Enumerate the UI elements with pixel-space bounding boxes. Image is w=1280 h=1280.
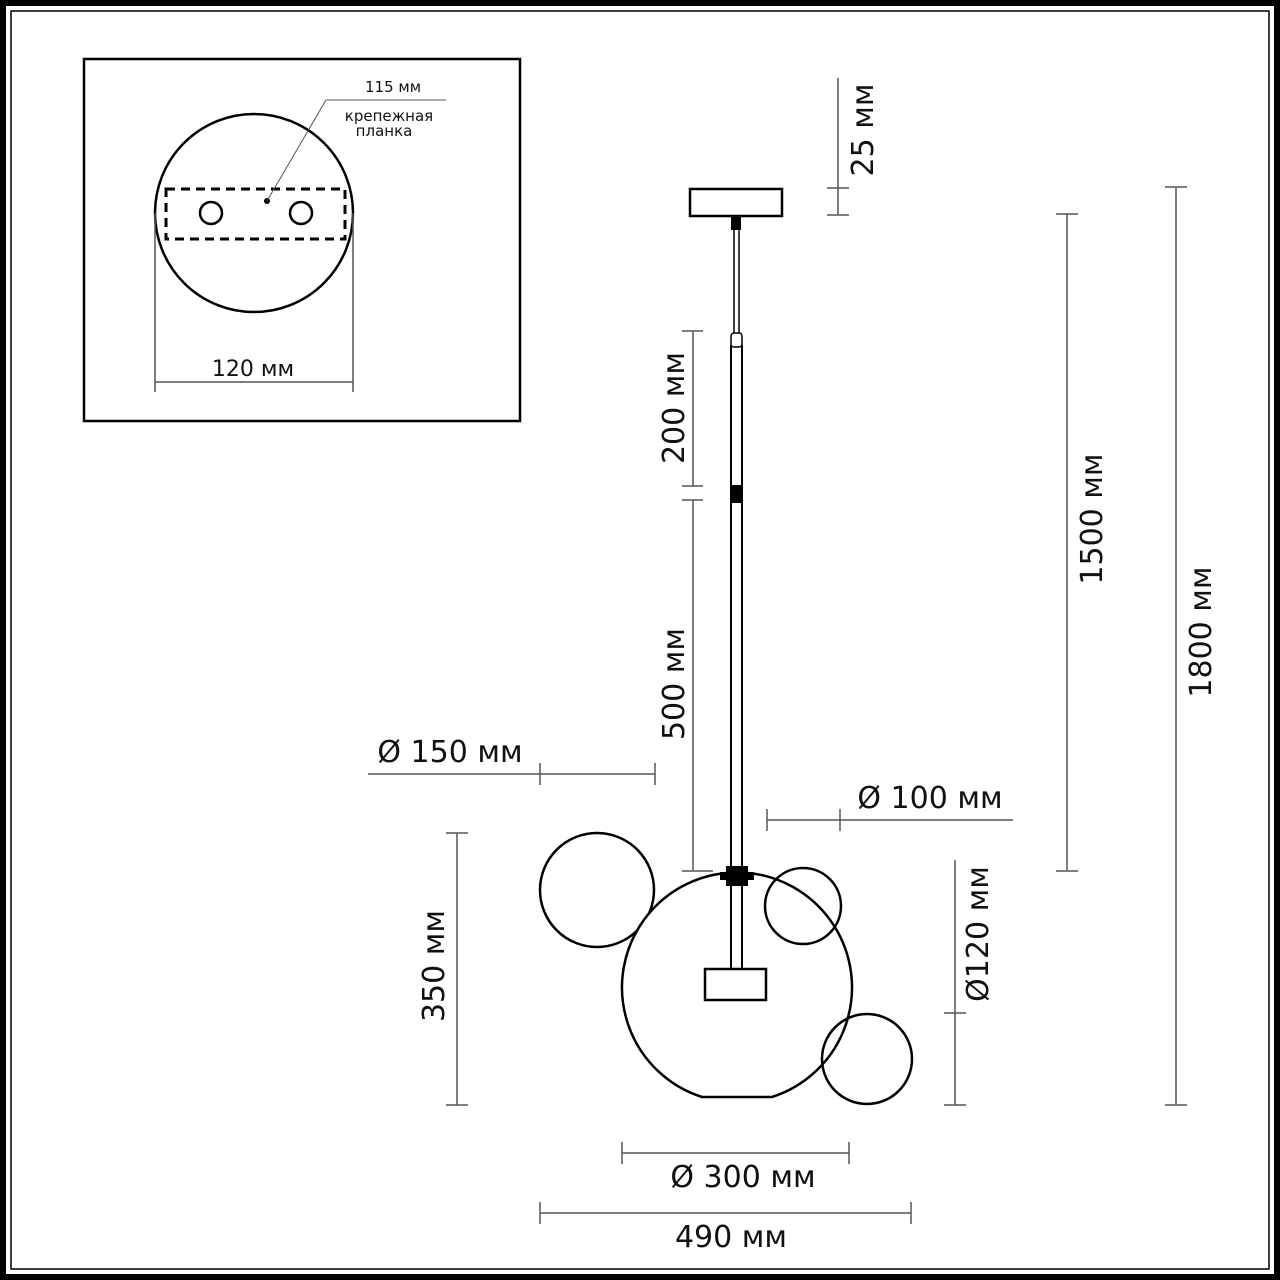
dimension-500: 500 мм: [657, 499, 713, 872]
plate-size-label: 115 мм: [365, 78, 421, 96]
rod-bottom-label: 500 мм: [657, 628, 692, 740]
dimension-300: Ø 300 мм: [621, 1142, 850, 1195]
dimension-100: Ø 100 мм: [766, 781, 1013, 831]
large-sphere-label: Ø 150 мм: [377, 735, 522, 770]
pendant-lamp: [538, 187, 914, 1106]
medium-sphere-label: Ø120 мм: [961, 866, 996, 1002]
rod-top-label: 200 мм: [657, 352, 692, 464]
rod-connector: [730, 332, 743, 348]
led-module: [703, 967, 768, 1002]
dimension-350: 350 мм: [417, 832, 468, 1106]
canopy: [688, 187, 784, 218]
dimension-1500: 1500 мм: [1056, 213, 1110, 872]
sphere-150: [538, 831, 656, 949]
main-sphere-300: [620, 871, 854, 1099]
main-sphere-diameter-label: Ø 300 мм: [670, 1160, 815, 1195]
rod-joint: [731, 485, 742, 503]
canopy-top-view-inset: 115 мм крепежная планка 120 мм: [82, 57, 522, 423]
mounting-plate-dashed: [164, 187, 347, 241]
sphere-120: [820, 1012, 914, 1106]
canopy-width-label: 120 мм: [212, 357, 294, 382]
dimension-490: 490 мм: [539, 1202, 912, 1255]
main-sphere-height-label: 350 мм: [417, 910, 452, 1022]
rod-cap-bar: [720, 872, 754, 880]
cable-grip: [731, 216, 741, 230]
sphere-100: [763, 866, 843, 946]
dimension-200: 200 мм: [657, 330, 703, 487]
plate-label-line2: планка: [356, 122, 413, 140]
inner-frame: [10, 10, 1270, 1270]
dimension-120: Ø120 мм: [944, 860, 996, 1106]
screw-hole-right: [288, 200, 314, 226]
dimension-25: 25 мм: [827, 78, 881, 216]
leader-line: [266, 99, 446, 202]
dimension-1800: 1800 мм: [1165, 186, 1219, 1106]
total-height-label: 1800 мм: [1184, 566, 1219, 697]
canopy-height-label: 25 мм: [846, 84, 881, 177]
canopy-circle: [153, 112, 355, 314]
plate-label-line1: крепежная: [345, 107, 433, 125]
dimension-150: Ø 150 мм: [368, 735, 656, 785]
small-sphere-label: Ø 100 мм: [857, 781, 1002, 816]
inset-border: [82, 57, 522, 423]
suspension-length-label: 1500 мм: [1075, 453, 1110, 584]
screw-hole-left: [198, 200, 224, 226]
overall-width-label: 490 мм: [675, 1220, 787, 1255]
